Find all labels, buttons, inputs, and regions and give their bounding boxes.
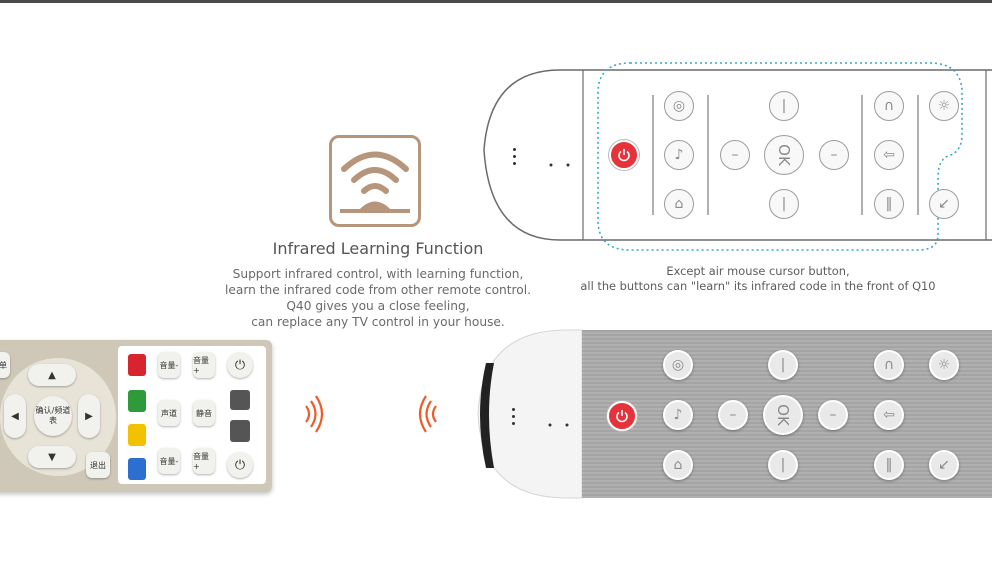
divider bbox=[707, 95, 709, 215]
mic-icon[interactable]: ♪ bbox=[663, 400, 693, 430]
left-arrow-icon[interactable]: ◀ bbox=[4, 394, 26, 438]
right-arrow-icon[interactable]: ▶ bbox=[78, 394, 100, 438]
ir-wave-icon bbox=[418, 395, 437, 433]
tv-av-key[interactable] bbox=[230, 420, 250, 442]
down-arrow-icon[interactable]: ▼ bbox=[28, 446, 76, 468]
feature-description: Support infrared control, with learning … bbox=[195, 266, 561, 330]
list-icon[interactable]: ‖ bbox=[874, 189, 904, 219]
divider bbox=[861, 95, 863, 215]
divider bbox=[652, 95, 654, 215]
description-line: Support infrared control, with learning … bbox=[232, 267, 524, 281]
down-icon[interactable]: | bbox=[769, 189, 799, 219]
ir-wave-icon bbox=[305, 395, 324, 433]
light-icon[interactable]: ☼ bbox=[929, 350, 959, 380]
power-button[interactable] bbox=[607, 401, 637, 431]
function-key[interactable] bbox=[230, 390, 250, 410]
right-icon[interactable]: – bbox=[818, 400, 848, 430]
sound-track-button[interactable]: 声道 bbox=[158, 400, 180, 426]
cursor-icon[interactable]: ↙ bbox=[929, 189, 959, 219]
volume-up-button[interactable]: 音量+ bbox=[193, 448, 215, 474]
yellow-key[interactable] bbox=[128, 424, 146, 446]
menu-button[interactable]: 菜单 bbox=[0, 352, 10, 378]
ok-label: OK bbox=[774, 404, 792, 426]
up-icon[interactable]: | bbox=[768, 350, 798, 380]
red-key[interactable] bbox=[128, 354, 146, 376]
dots-icon bbox=[548, 412, 572, 427]
ok-label: OK bbox=[775, 144, 793, 166]
ok-button[interactable]: OK bbox=[763, 395, 803, 435]
feature-title: Infrared Learning Function bbox=[272, 239, 484, 258]
remote-caption: Except air mouse cursor button, all the … bbox=[570, 264, 946, 294]
dots-icon bbox=[512, 408, 516, 429]
infrared-learning-icon bbox=[329, 135, 421, 227]
divider bbox=[917, 95, 919, 215]
cursor-icon[interactable]: ↙ bbox=[929, 450, 959, 480]
left-icon[interactable]: – bbox=[720, 140, 750, 170]
volume-down-button[interactable]: 音量- bbox=[158, 352, 180, 378]
description-line: Q40 gives you a close feeling, bbox=[286, 299, 470, 313]
blue-key[interactable] bbox=[128, 458, 146, 480]
menu-icon[interactable]: ⌂ bbox=[664, 189, 694, 219]
power-icon[interactable]: ⏻ bbox=[227, 452, 253, 478]
volume-up-button[interactable]: 音量+ bbox=[193, 352, 215, 378]
description-line: learn the infrared code from other remot… bbox=[224, 283, 532, 297]
right-icon[interactable]: – bbox=[819, 140, 849, 170]
home-icon[interactable]: ∩ bbox=[874, 350, 904, 380]
caption-line: all the buttons can "learn" its infrared… bbox=[580, 279, 936, 293]
caption-line: Except air mouse cursor button, bbox=[666, 264, 850, 278]
mute-button[interactable]: 静音 bbox=[193, 400, 215, 426]
light-icon[interactable]: ☼ bbox=[929, 91, 959, 121]
home-icon[interactable]: ∩ bbox=[874, 91, 904, 121]
voice-icon[interactable]: ◎ bbox=[664, 91, 694, 121]
down-icon[interactable]: | bbox=[768, 450, 798, 480]
back-icon[interactable]: ⇦ bbox=[874, 400, 904, 430]
volume-down-button[interactable]: 音量- bbox=[158, 448, 180, 474]
green-key[interactable] bbox=[128, 390, 146, 412]
ok-button[interactable]: OK bbox=[764, 135, 804, 175]
tv-remote: ▲ ▼ ◀ ▶ 确认/频道表 菜单 退出 音量- 音量+ 声道 静音 音量- 音… bbox=[0, 340, 272, 492]
back-icon[interactable]: ⇦ bbox=[874, 140, 904, 170]
menu-icon[interactable]: ⌂ bbox=[663, 450, 693, 480]
confirm-button[interactable]: 确认/频道表 bbox=[34, 396, 72, 436]
description-line: can replace any TV control in your house… bbox=[251, 315, 505, 329]
up-arrow-icon[interactable]: ▲ bbox=[28, 364, 76, 386]
left-icon[interactable]: – bbox=[718, 400, 748, 430]
power-icon[interactable]: ⏻ bbox=[227, 352, 253, 378]
exit-button[interactable]: 退出 bbox=[86, 452, 110, 478]
dots-icon bbox=[549, 152, 573, 167]
voice-icon[interactable]: ◎ bbox=[663, 350, 693, 380]
up-icon[interactable]: | bbox=[769, 91, 799, 121]
dots-icon bbox=[513, 148, 517, 169]
top-border bbox=[0, 0, 992, 3]
mic-icon[interactable]: ♪ bbox=[664, 140, 694, 170]
power-button[interactable] bbox=[609, 140, 639, 170]
list-icon[interactable]: ‖ bbox=[874, 450, 904, 480]
